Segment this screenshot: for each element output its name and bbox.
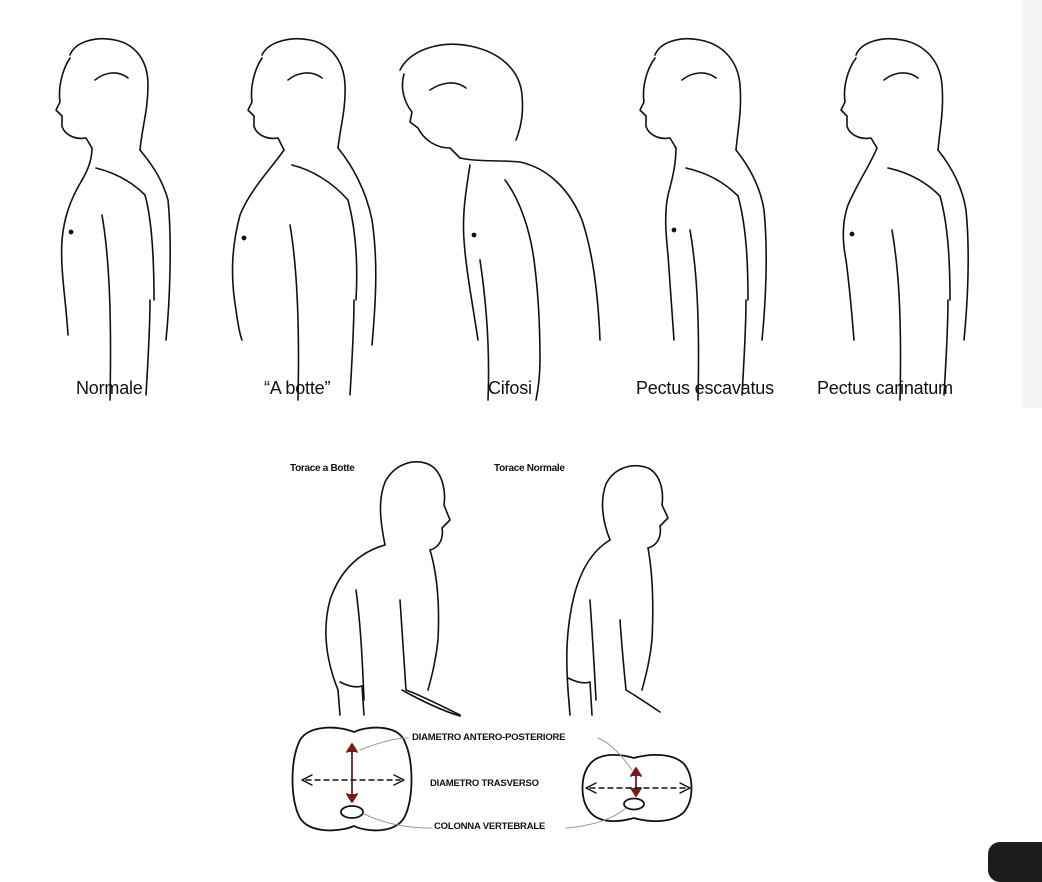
leader-lines	[359, 737, 633, 829]
ap-arrow-normal	[630, 767, 642, 797]
label-diametro-trasverso: DIAMETRO TRASVERSO	[430, 778, 539, 789]
cross-section-normal	[581, 754, 693, 822]
caption-pectus-escavatus: Pectus escavatus	[636, 378, 774, 398]
caption-pectus-carinatum: Pectus carinatum	[817, 378, 953, 398]
transverse-arrow-normal	[585, 782, 691, 794]
figure-pectus-escavatus	[639, 38, 767, 401]
transverse-arrow-barrel	[301, 774, 405, 786]
title-torace-normale: Torace Normale	[494, 463, 565, 474]
torso-barrel-chest	[325, 461, 461, 717]
figure-a-botte	[231, 38, 377, 401]
label-diametro-ap: DIAMETRO ANTERO-POSTERIORE	[412, 732, 566, 743]
caption-normale: Normale	[76, 378, 143, 398]
ap-arrow-barrel	[346, 743, 358, 803]
title-torace-a-botte: Torace a Botte	[290, 463, 355, 474]
image-edge-strip	[1022, 0, 1042, 408]
label-colonna-vertebrale: COLONNA VERTEBRALE	[434, 821, 546, 832]
torso-normal-chest	[566, 464, 669, 716]
illustration-svg	[55, 38, 969, 832]
cross-section-barrel	[291, 726, 413, 832]
caption-cifosi: Cifosi	[488, 378, 532, 398]
figure-normale	[55, 38, 171, 401]
figure-pectus-carinatum	[840, 38, 969, 401]
corner-button[interactable]	[988, 842, 1042, 882]
figure-cifosi	[399, 43, 601, 401]
caption-a-botte: “A botte”	[264, 378, 331, 398]
